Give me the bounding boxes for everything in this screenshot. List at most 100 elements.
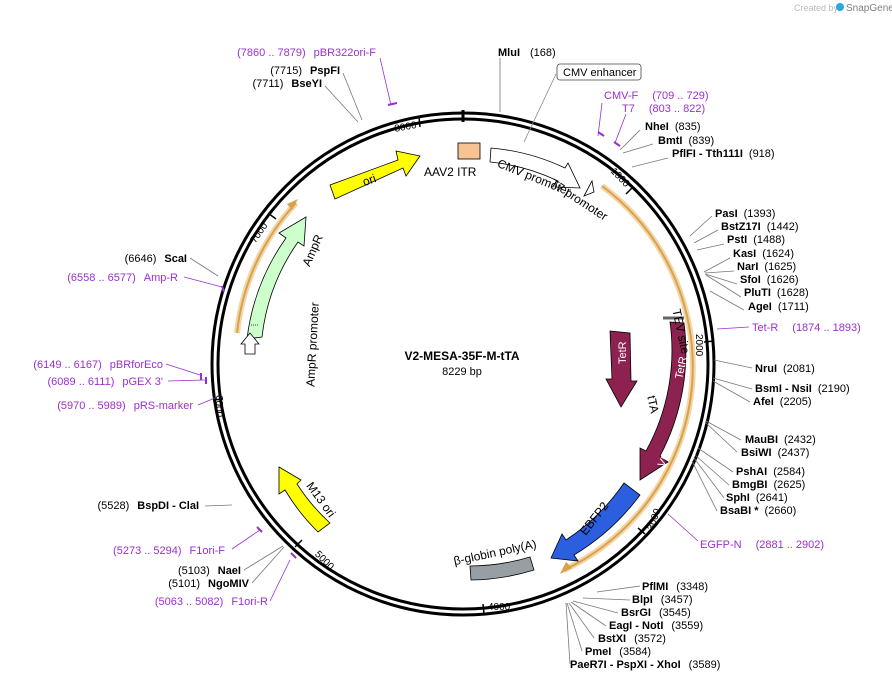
site-kasi[interactable]: KasI(1624) (733, 248, 794, 260)
cmv-promoter-feature[interactable] (489, 147, 581, 189)
site-eagi-noti[interactable]: EagI - NotI(3559) (609, 620, 703, 632)
m13-ori-feature[interactable] (278, 466, 331, 533)
site-bspdi-clai[interactable]: (5528)BspDI - ClaI (97, 500, 199, 512)
leader-bsiwi (704, 421, 738, 453)
leader-eagi (570, 601, 607, 627)
t7-promoter-feature[interactable] (583, 179, 595, 197)
tick-label-6000: 6000 (213, 395, 224, 418)
site-bsiwi[interactable]: BsiWI(2437) (741, 447, 809, 459)
leader-pflmi (596, 585, 641, 593)
site-bstz17i[interactable]: BstZ17I(1442) (721, 221, 799, 233)
leader-psti (696, 243, 725, 251)
primer-pbrforeco[interactable]: (6149 .. 6167)pBRforEco (33, 359, 163, 371)
orf-arc-left-arrowhead (287, 199, 298, 210)
snapgene-logo-icon (836, 3, 844, 11)
primer-leader-egfpn (667, 513, 699, 542)
t7-promoter-label: T7 promoter (548, 176, 610, 223)
primer-leader-t7 (614, 113, 627, 144)
ampr-promoter-feature[interactable] (240, 332, 260, 355)
site-nari[interactable]: NarI(1625) (737, 261, 796, 273)
site-sfoi[interactable]: SfoI(1626) (740, 274, 799, 286)
tick-8000 (418, 116, 421, 128)
primer-t7[interactable]: T7(803 .. 822) (622, 103, 705, 115)
primer-leader-pbrforeco (165, 363, 201, 376)
site-paer7i-pspxi-xhoi[interactable]: PaeR7I - PspXI - XhoI(3589) (570, 659, 720, 671)
site-pluti[interactable]: PluTI(1628) (744, 287, 809, 299)
site-pspfi[interactable]: (7715)PspFI (270, 65, 340, 77)
site-bsrgi[interactable]: BsrGI(3545) (621, 607, 691, 619)
site-psti[interactable]: PstI(1488) (727, 234, 785, 246)
leader-bsmi (712, 377, 753, 390)
primer-mark-ampr (221, 285, 225, 293)
site-blpi[interactable]: BlpI(3457) (632, 594, 693, 606)
tetr-a-label: TetR (617, 341, 629, 364)
site-bmti[interactable]: BmtI(839) (658, 135, 714, 147)
primer-egfp-n[interactable]: EGFP-N(2881 .. 2902) (700, 539, 824, 551)
primer-f1ori-r[interactable]: (5063 .. 5082)F1ori-R (155, 596, 268, 608)
site-pasi[interactable]: PasI(1393) (715, 208, 775, 220)
site-afei[interactable]: AfeI(2205) (753, 396, 812, 408)
aav2-itr-feature[interactable] (457, 142, 481, 160)
primer-prs-marker[interactable]: (5970 .. 5989)pRS-marker (57, 400, 193, 412)
site-mlui[interactable]: MluI(168) (498, 47, 556, 59)
leader-maubi (705, 420, 742, 441)
site-pmei[interactable]: PmeI(3584) (585, 646, 651, 658)
site-pshai[interactable]: PshAI(2584) (736, 466, 805, 478)
leader-bstz17i (693, 229, 719, 244)
leader-nrui (713, 359, 753, 369)
tick-label-1000: 1000 (608, 166, 632, 190)
leader-bsrgi (572, 600, 619, 614)
credit-brand: SnapGene (846, 3, 892, 14)
site-agei[interactable]: AgeI(1711) (748, 301, 809, 313)
enzyme-labels-right: MluI(168) NheI(835) BmtI(839) PflFI - Tt… (498, 47, 850, 671)
primer-leaders (165, 57, 750, 602)
site-bmgbi[interactable]: BmgBI(2625) (732, 479, 805, 491)
site-bseyi[interactable]: (7711)BseYI (252, 78, 322, 90)
primer-tet-r[interactable]: Tet-R(1874 .. 1893) (752, 322, 861, 334)
cmv-enhancer-connector (539, 73, 557, 109)
tick-label-4000: 4000 (488, 602, 511, 613)
site-pflfi-tth111i[interactable]: PflFI - Tth111I(918) (672, 148, 775, 160)
tick-4000 (482, 603, 485, 615)
primer-f1ori-f[interactable]: (5273 .. 5294)F1ori-F (113, 545, 225, 557)
backbone-inner (216, 117, 710, 611)
site-pflmi[interactable]: PflMI(3348) (642, 581, 708, 593)
ori-feature[interactable] (329, 150, 421, 200)
primer-cmv-f[interactable]: CMV-F(709 .. 729) (604, 90, 709, 102)
site-bsabi[interactable]: BsaBI *(2660) (720, 505, 796, 517)
site-bstxi[interactable]: BstXI(3572) (598, 633, 666, 645)
tetr-b-feature[interactable] (639, 321, 687, 481)
tetr-a-feature[interactable] (605, 330, 638, 408)
polya-feature[interactable] (469, 556, 535, 581)
site-scai[interactable]: (6646)ScaI (125, 253, 187, 265)
primer-pbr322ori-f[interactable]: (7860 .. 7879)pBR322ori-F (237, 47, 376, 59)
site-nhei[interactable]: NheI(835) (645, 121, 701, 133)
leader-bsabi (691, 460, 718, 512)
primer-leader-prs (197, 397, 216, 406)
site-bsmi-nsii[interactable]: BsmI - NsiI(2190) (755, 383, 850, 395)
leader-pluti (705, 274, 742, 298)
site-nrui[interactable]: NruI(2081) (755, 363, 815, 375)
site-sphi[interactable]: SphI(2641) (726, 492, 788, 504)
backbone-outer (210, 111, 716, 617)
leader-lines (189, 58, 753, 665)
leader-pshai (697, 447, 734, 473)
primer-amp-r[interactable]: (6558 .. 6577)Amp-R (67, 272, 178, 284)
primer-leader-f1orif (231, 529, 261, 550)
ampr-promoter-label: AmpR promoter (303, 302, 321, 387)
primer-marks (200, 102, 621, 559)
primer-pgex-3[interactable]: (6089 .. 6111)pGEX 3' (48, 376, 163, 388)
primer-leader-pbr322 (379, 57, 392, 106)
ebfp2-feature[interactable] (550, 482, 641, 562)
site-maubi[interactable]: MauBI(2432) (745, 434, 816, 446)
site-ngomiv[interactable]: (5101)NgoMIV (168, 578, 249, 590)
leader-afei (712, 380, 751, 403)
tick-1000 (625, 186, 634, 195)
ampr-feature[interactable] (246, 216, 307, 340)
site-naei[interactable]: (5103)NaeI (178, 565, 241, 577)
leader-sfoi (704, 273, 738, 285)
tick-6000 (212, 398, 224, 401)
tta-label: tTA (644, 394, 661, 414)
primer-leader-tetr (716, 326, 750, 330)
